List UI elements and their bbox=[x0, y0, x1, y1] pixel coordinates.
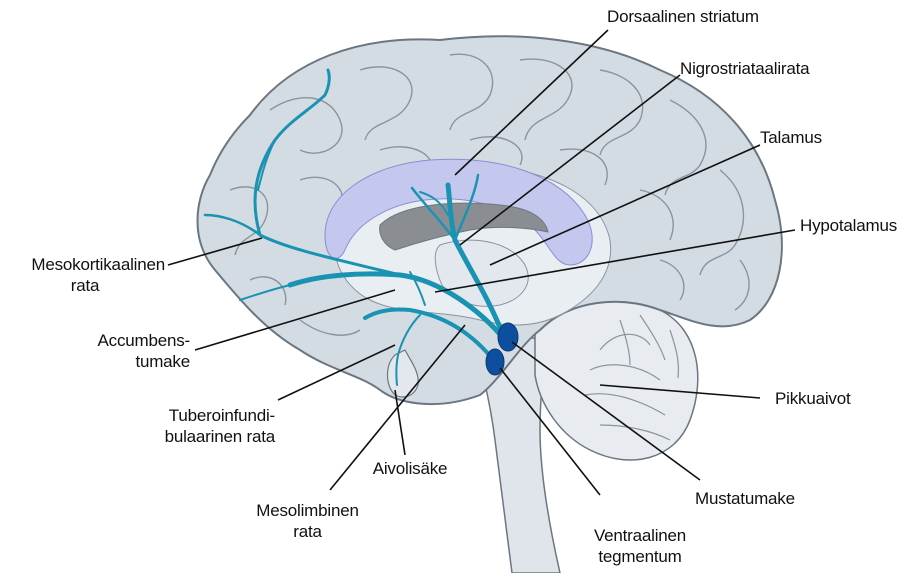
cerebellum bbox=[535, 300, 698, 460]
label-mesocortical-line1: Mesokortikaalinen bbox=[5, 254, 165, 275]
label-hypothalamus-text: Hypotalamus bbox=[800, 215, 897, 236]
label-substantia-nigra-text: Mustatumake bbox=[695, 488, 795, 509]
label-substantia-nigra: Mustatumake bbox=[695, 488, 795, 509]
label-nigrostriatal: Nigrostriataalirata bbox=[680, 58, 809, 79]
label-pituitary-text: Aivolisäke bbox=[365, 458, 455, 479]
label-dorsal-striatum: Dorsaalinen striatum bbox=[607, 6, 759, 27]
label-accumbens-line2: tumake bbox=[80, 351, 190, 372]
label-thalamus-text: Talamus bbox=[760, 127, 822, 148]
label-mesolimbic-line2: rata bbox=[245, 521, 370, 542]
label-tuberoinfundibular-line1: Tuberoinfundi- bbox=[140, 405, 275, 426]
label-mesolimbic: Mesolimbinen rata bbox=[245, 500, 370, 542]
label-ventral-tegmental: Ventraalinen tegmentum bbox=[580, 525, 700, 567]
ventral-tegmental-nucleus bbox=[486, 349, 504, 375]
label-tuberoinfundibular: Tuberoinfundi- bulaarinen rata bbox=[140, 405, 275, 447]
label-mesocortical-line2: rata bbox=[5, 275, 165, 296]
label-hypothalamus: Hypotalamus bbox=[800, 215, 897, 236]
label-pituitary: Aivolisäke bbox=[365, 458, 455, 479]
substantia-nigra-nucleus bbox=[498, 323, 518, 351]
label-nigrostriatal-text: Nigrostriataalirata bbox=[680, 58, 809, 79]
label-mesocortical: Mesokortikaalinen rata bbox=[5, 254, 165, 296]
label-ventral-tegmental-line1: Ventraalinen bbox=[580, 525, 700, 546]
label-cerebellum-text: Pikkuaivot bbox=[775, 388, 850, 409]
label-dorsal-striatum-text: Dorsaalinen striatum bbox=[607, 6, 759, 27]
label-accumbens-line1: Accumbens- bbox=[80, 330, 190, 351]
label-tuberoinfundibular-line2: bulaarinen rata bbox=[140, 426, 275, 447]
label-accumbens: Accumbens- tumake bbox=[80, 330, 190, 372]
label-thalamus: Talamus bbox=[760, 127, 822, 148]
label-cerebellum: Pikkuaivot bbox=[775, 388, 850, 409]
label-ventral-tegmental-line2: tegmentum bbox=[580, 546, 700, 567]
label-mesolimbic-line1: Mesolimbinen bbox=[245, 500, 370, 521]
